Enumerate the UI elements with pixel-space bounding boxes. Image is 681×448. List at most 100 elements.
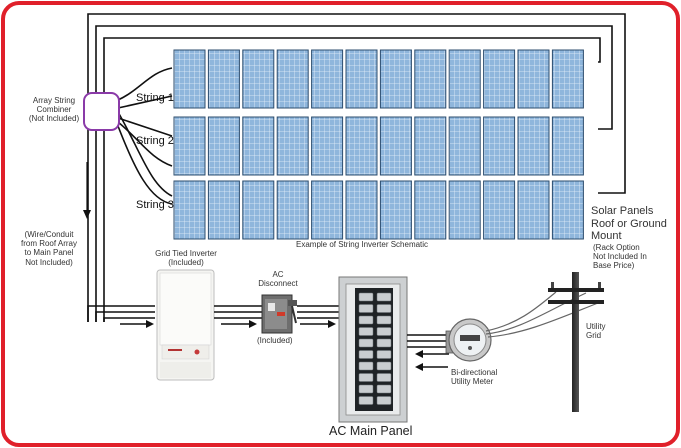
solar-panel	[551, 116, 584, 176]
ac-main-panel	[338, 276, 408, 423]
wire-label-line3: to Main Panel	[24, 248, 74, 258]
solar-panel	[345, 116, 378, 176]
meter-label-line1: Bi-directional	[451, 368, 498, 377]
rack-option-label: (Rack Option Not Included In Base Price)	[593, 243, 647, 271]
solar-panel	[483, 49, 516, 109]
solar-panel-array	[173, 49, 584, 240]
arrow-to-grid	[415, 363, 448, 371]
solar-panel	[517, 116, 550, 176]
solar-panel	[414, 116, 447, 176]
string-2-label: String 2	[136, 135, 174, 147]
inverter-label: Grid Tied Inverter (Included)	[146, 249, 226, 267]
string-1-label: String 1	[136, 92, 174, 104]
breaker	[358, 315, 374, 325]
rack-label-line2: Not Included In	[593, 252, 647, 262]
arrow-into-main-panel	[300, 320, 336, 328]
breaker	[376, 292, 392, 302]
solar-panel	[551, 49, 584, 109]
solar-panel	[276, 116, 309, 176]
rack-label-line3: Base Price)	[593, 261, 635, 271]
breaker	[358, 304, 374, 313]
array-string-combiner	[83, 92, 120, 131]
solar-panel	[517, 49, 550, 109]
breaker	[358, 350, 374, 359]
solar-panel	[483, 180, 516, 240]
solar-panel	[414, 49, 447, 109]
service-drop-wires	[485, 291, 599, 338]
solar-panel	[242, 49, 275, 109]
solar-panels-label: Solar Panels Roof or Ground Mount	[591, 205, 667, 243]
breaker	[376, 361, 392, 371]
solar-panel	[173, 180, 206, 240]
wire-label-line1: (Wire/Conduit	[24, 230, 74, 239]
solar-panel	[242, 116, 275, 176]
solar-panel	[448, 180, 481, 240]
disconnect-to-panel-wires	[297, 305, 340, 319]
solar-panel	[448, 49, 481, 109]
meter-label-line2: Utility Meter	[451, 377, 494, 387]
solar-panel	[517, 180, 550, 240]
combiner-label-line3: (Not Included)	[28, 114, 80, 124]
breaker	[376, 350, 392, 359]
breaker-array	[358, 292, 392, 405]
solar-panel	[207, 180, 240, 240]
inverter-label-line2: (Included)	[168, 258, 204, 268]
solar-panel	[173, 49, 206, 109]
meter-label: Bi-directional Utility Meter	[451, 368, 497, 386]
utility-grid-label: Utility Grid	[586, 322, 606, 340]
wire-label-line4: Not Included)	[25, 257, 73, 267]
solar-label-line3: Mount	[591, 230, 622, 243]
disconnect-label-line2: Disconnect	[258, 279, 298, 289]
utility-label-line2: Grid	[586, 331, 602, 341]
solar-label-line1: Solar Panels	[591, 205, 654, 217]
combiner-label: Array String Combiner (Not Included)	[26, 96, 82, 124]
utility-pole	[548, 272, 604, 412]
disconnect-label: AC Disconnect	[250, 270, 306, 288]
combiner-label-line1: Array String	[32, 96, 76, 105]
solar-panel	[276, 49, 309, 109]
breaker	[376, 304, 392, 313]
wire-label-line2: from Roof Array	[20, 239, 77, 249]
solar-panel	[276, 180, 309, 240]
solar-panel	[483, 116, 516, 176]
ac-main-panel-label: AC Main Panel	[329, 424, 413, 438]
ac-disconnect	[261, 294, 297, 334]
solar-panel	[448, 116, 481, 176]
breaker	[376, 327, 392, 336]
breaker	[358, 373, 374, 382]
solar-panel	[242, 180, 275, 240]
solar-panel	[311, 49, 344, 109]
breaker	[376, 384, 392, 394]
arrow-into-inverter	[120, 320, 154, 328]
breaker	[358, 384, 374, 394]
combiner-fan-wires	[117, 67, 173, 205]
solar-panel	[379, 116, 412, 176]
solar-panel	[207, 116, 240, 176]
breaker	[358, 396, 374, 405]
solar-panel	[379, 180, 412, 240]
utility-label-line1: Utility	[586, 322, 606, 331]
breaker	[376, 338, 392, 348]
solar-panel	[173, 116, 206, 176]
solar-panel	[551, 180, 584, 240]
solar-panel	[414, 180, 447, 240]
breaker	[376, 373, 392, 382]
disconnect-label-line1: AC	[272, 270, 284, 279]
solar-panel	[345, 180, 378, 240]
inverter-to-disconnect-wires	[214, 305, 262, 319]
breaker	[358, 361, 374, 371]
arrow-to-panel	[415, 350, 449, 358]
rack-label-line1: (Rack Option	[593, 243, 640, 252]
solar-label-line2: Roof or Ground	[591, 217, 667, 230]
disconnect-included-label: (Included)	[257, 336, 293, 345]
solar-panel	[311, 180, 344, 240]
panel-to-meter-wires	[407, 334, 452, 348]
breaker	[376, 396, 392, 405]
solar-panel	[311, 116, 344, 176]
arrow-into-disconnect	[221, 320, 257, 328]
bi-directional-utility-meter	[445, 318, 492, 362]
schematic-caption: Example of String Inverter Schematic	[296, 240, 429, 249]
down-arrow	[83, 162, 91, 219]
